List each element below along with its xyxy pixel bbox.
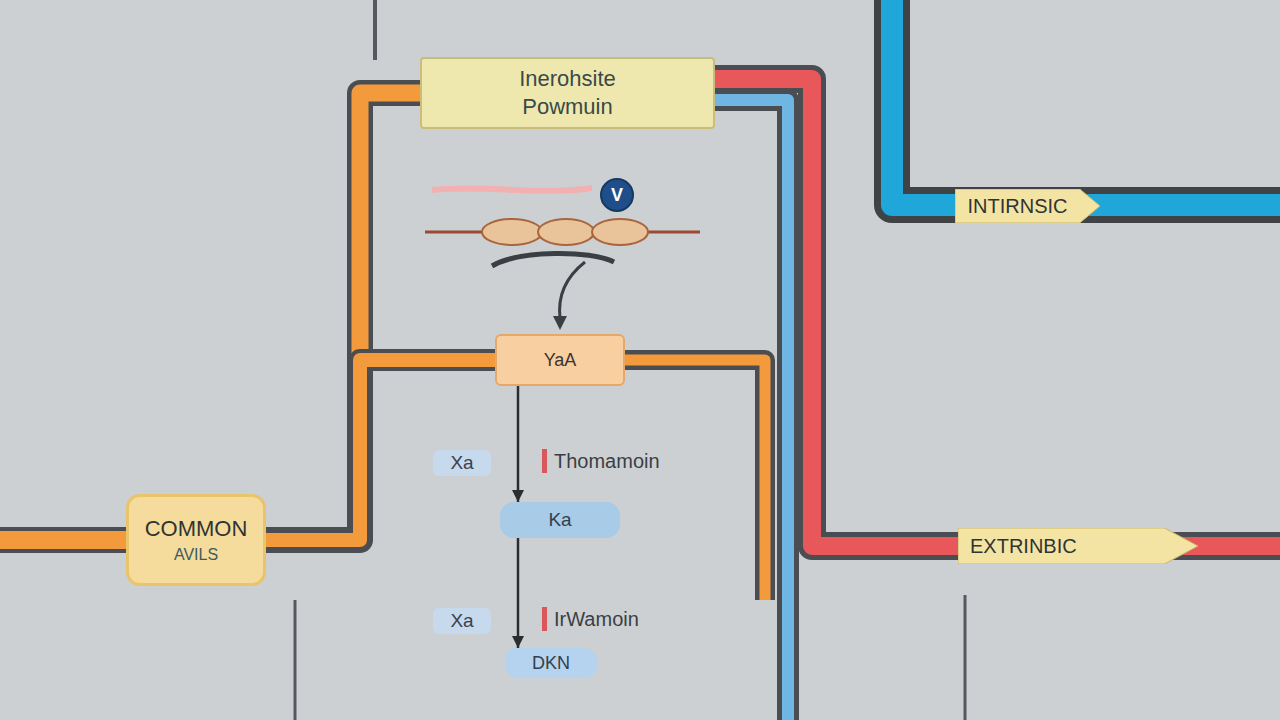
- arrow-head: [553, 316, 567, 330]
- node-text: Inerohsite Powmuin: [503, 65, 633, 121]
- curved-arrow: [560, 262, 585, 318]
- smear: [432, 188, 592, 191]
- node-subtext: AVILS: [174, 546, 218, 564]
- node-text: Ka: [548, 509, 571, 531]
- pipe-outline: [715, 79, 958, 546]
- process-box: DKN: [505, 648, 597, 678]
- process-box: Ka: [500, 502, 620, 538]
- pipe-outline: [892, 0, 1280, 205]
- pipe-fill: [715, 79, 958, 546]
- node-text: Xa: [450, 610, 473, 632]
- factor-tag: Xa: [433, 450, 491, 476]
- arrow-line: [517, 538, 520, 648]
- guide-line: [964, 595, 967, 720]
- pipe-outline: [266, 360, 495, 540]
- guide-line: [373, 0, 377, 60]
- arrow-line: [517, 386, 520, 502]
- chain-bead: [592, 219, 648, 245]
- pipe-fill: [266, 360, 495, 540]
- orange-pipe: [625, 360, 765, 600]
- factor-label: IrWamoin: [542, 607, 639, 631]
- pathway-pipe: [266, 93, 420, 540]
- banner-fill: [958, 528, 1198, 564]
- node-text: Xa: [450, 452, 473, 474]
- pipe-outline: [266, 93, 420, 540]
- node-text: YaA: [544, 350, 577, 371]
- blue-pipe: [892, 0, 1280, 205]
- pathway-banner: INTIRNSIC: [955, 189, 1100, 223]
- chain-bead: [482, 219, 542, 245]
- blue-pipe: [715, 100, 788, 720]
- factor-circle: V: [600, 178, 634, 212]
- node-text: EXTRINBIC: [970, 535, 1077, 558]
- pipe-outline: [0, 527, 130, 553]
- process-box: COMMON AVILS: [126, 494, 266, 586]
- node-text: COMMON: [145, 516, 248, 542]
- process-box: YaA: [495, 334, 625, 386]
- process-box: Inerohsite Powmuin: [420, 57, 715, 129]
- pipe-outline: [715, 100, 788, 720]
- pipe-outline: [625, 360, 765, 600]
- arrow-connector: [518, 386, 519, 502]
- node-text: V: [611, 185, 623, 206]
- arrow-connector: [518, 538, 519, 648]
- curve: [492, 253, 614, 266]
- pipe-fill: [266, 93, 420, 540]
- pathway-pipe: [715, 79, 958, 546]
- node-text: INTIRNSIC: [968, 195, 1068, 218]
- guide-line: [294, 600, 297, 720]
- banner-fill: [955, 189, 1100, 223]
- chain-bead: [538, 219, 594, 245]
- orange-pipe: [0, 531, 130, 549]
- factor-tag: Xa: [433, 608, 491, 634]
- pathway-banner: EXTRINBIC: [958, 528, 1198, 564]
- factor-label: Thomamoin: [542, 449, 660, 473]
- pathway-pipe: [266, 360, 495, 540]
- node-text: DKN: [532, 653, 570, 674]
